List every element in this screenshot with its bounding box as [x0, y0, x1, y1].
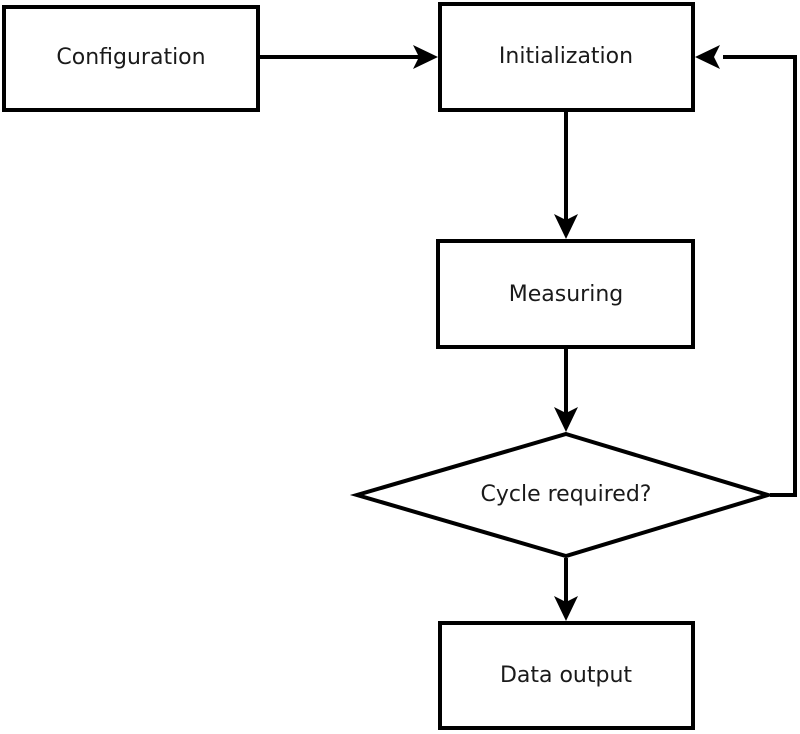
node-data-output[interactable]: Data output — [438, 621, 695, 730]
node-decision-diamond[interactable] — [349, 431, 775, 559]
node-decision-label: Cycle required? — [481, 482, 652, 507]
edge-measuring-to-decision — [554, 349, 578, 432]
node-initialization[interactable]: Initialization — [438, 2, 695, 112]
arrowhead-config-init — [413, 45, 438, 69]
edge-line-feedback-loop — [723, 55, 797, 497]
node-configuration[interactable]: Configuration — [2, 5, 260, 112]
arrowhead-measuring-decision — [554, 407, 578, 432]
node-initialization-box[interactable] — [438, 2, 695, 112]
node-decision[interactable]: Cycle required? — [349, 431, 775, 559]
node-configuration-label: Configuration — [56, 45, 205, 70]
edge-configuration-to-initialization — [260, 45, 438, 69]
arrowhead-decision-output — [554, 596, 578, 621]
node-initialization-label: Initialization — [499, 44, 633, 69]
arrowhead-init-measuring — [554, 214, 578, 239]
arrowhead-feedback-loop — [695, 45, 720, 69]
node-measuring[interactable]: Measuring — [436, 239, 695, 349]
edge-decision-to-data-output — [554, 558, 578, 621]
node-measuring-label: Measuring — [509, 282, 623, 307]
node-data-output-box[interactable] — [438, 621, 695, 730]
node-measuring-box[interactable] — [436, 239, 695, 349]
node-configuration-box[interactable] — [2, 5, 260, 112]
edge-decision-to-initialization-feedback — [695, 45, 797, 497]
edge-initialization-to-measuring — [554, 112, 578, 239]
node-data-output-label: Data output — [500, 663, 632, 688]
